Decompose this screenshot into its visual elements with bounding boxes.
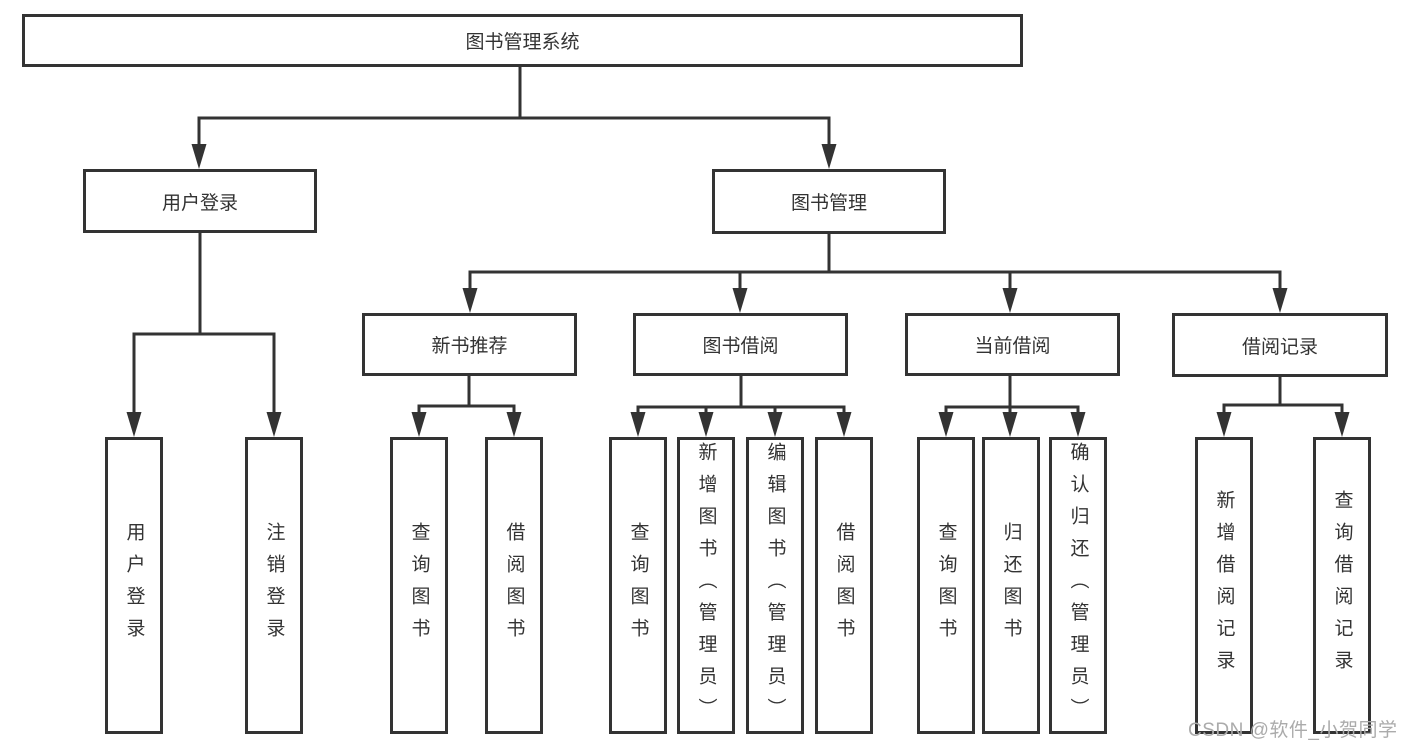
arrowhead [938,412,954,437]
connector-root-to-level2 [197,65,831,146]
arrowhead [506,412,522,437]
node-current-borrow: 当前借阅 [905,313,1120,376]
leaf-query-books-3: 查询图书 [917,437,975,734]
connector-new-recommend [417,375,516,413]
leaf-borrow-books-1: 借阅图书 [485,437,543,734]
arrowhead [191,144,207,169]
arrowhead [836,412,852,437]
node-book-management-label: 图书管理 [790,193,867,214]
leaf-add-borrow-record: 新增借阅记录 [1195,437,1253,734]
node-book-borrow-label: 图书借阅 [702,336,779,357]
leaf-query-borrow-record-label: 查询借阅记录 [1331,489,1353,682]
connector-borrow-record [1222,376,1344,413]
arrowhead [1002,288,1018,313]
arrowhead [266,412,282,437]
leaf-query-books-3-label: 查询图书 [935,521,957,650]
arrowhead [630,412,646,437]
arrowhead [732,288,748,313]
arrowhead [462,288,478,313]
leaf-query-borrow-record: 查询借阅记录 [1313,437,1371,734]
leaf-return-books: 归还图书 [982,437,1040,734]
connector-current-borrow [944,375,1080,413]
leaf-user-login: 用户登录 [105,437,163,734]
leaf-query-books-1: 查询图书 [390,437,448,734]
leaf-borrow-books-2-label: 借阅图书 [833,521,855,650]
arrowhead [698,412,714,437]
arrowhead [1070,412,1086,437]
leaf-return-books-label: 归还图书 [1000,521,1022,650]
arrowhead [1272,288,1288,313]
arrowhead [126,412,142,437]
leaf-query-books-1-label: 查询图书 [408,521,430,650]
leaf-edit-books-admin-label: 编辑图书（管理员） [764,441,786,730]
leaf-query-books-2-label: 查询图书 [627,521,649,650]
arrowhead [1216,412,1232,437]
leaf-confirm-return-admin-label: 确认归还（管理员） [1067,441,1089,730]
arrowhead [411,412,427,437]
node-book-management: 图书管理 [712,169,946,234]
leaf-borrow-books-2: 借阅图书 [815,437,873,734]
leaf-add-books-admin-label: 新增图书（管理员） [695,441,717,730]
leaf-logout: 注销登录 [245,437,303,734]
leaf-borrow-books-1-label: 借阅图书 [503,521,525,650]
connector-user-login [132,232,276,413]
leaf-add-borrow-record-label: 新增借阅记录 [1213,489,1235,682]
arrowhead [767,412,783,437]
arrowhead [1334,412,1350,437]
node-user-login: 用户登录 [83,169,317,233]
leaf-user-login-label: 用户登录 [123,521,145,650]
node-new-book-recommend-label: 新书推荐 [431,336,508,357]
node-user-login-label: 用户登录 [161,192,238,214]
node-current-borrow-label: 当前借阅 [974,336,1051,357]
node-library-system-label: 图书管理系统 [465,32,580,53]
leaf-query-books-2: 查询图书 [609,437,667,734]
arrowhead [1002,412,1018,437]
leaf-edit-books-admin: 编辑图书（管理员） [746,437,804,734]
connector-book-mgmt [468,233,1282,289]
leaf-logout-label: 注销登录 [263,521,285,650]
leaf-add-books-admin: 新增图书（管理员） [677,437,735,734]
node-book-borrow: 图书借阅 [633,313,848,376]
connector-book-borrow [636,375,846,413]
node-new-book-recommend: 新书推荐 [362,313,577,376]
csdn-watermark: CSDN @软件_小贺同学 [1188,720,1398,741]
leaf-confirm-return-admin: 确认归还（管理员） [1049,437,1107,734]
node-library-system: 图书管理系统 [22,14,1023,67]
node-borrow-records-label: 借阅记录 [1241,336,1318,358]
arrowhead [821,144,837,169]
node-borrow-records: 借阅记录 [1172,313,1388,377]
